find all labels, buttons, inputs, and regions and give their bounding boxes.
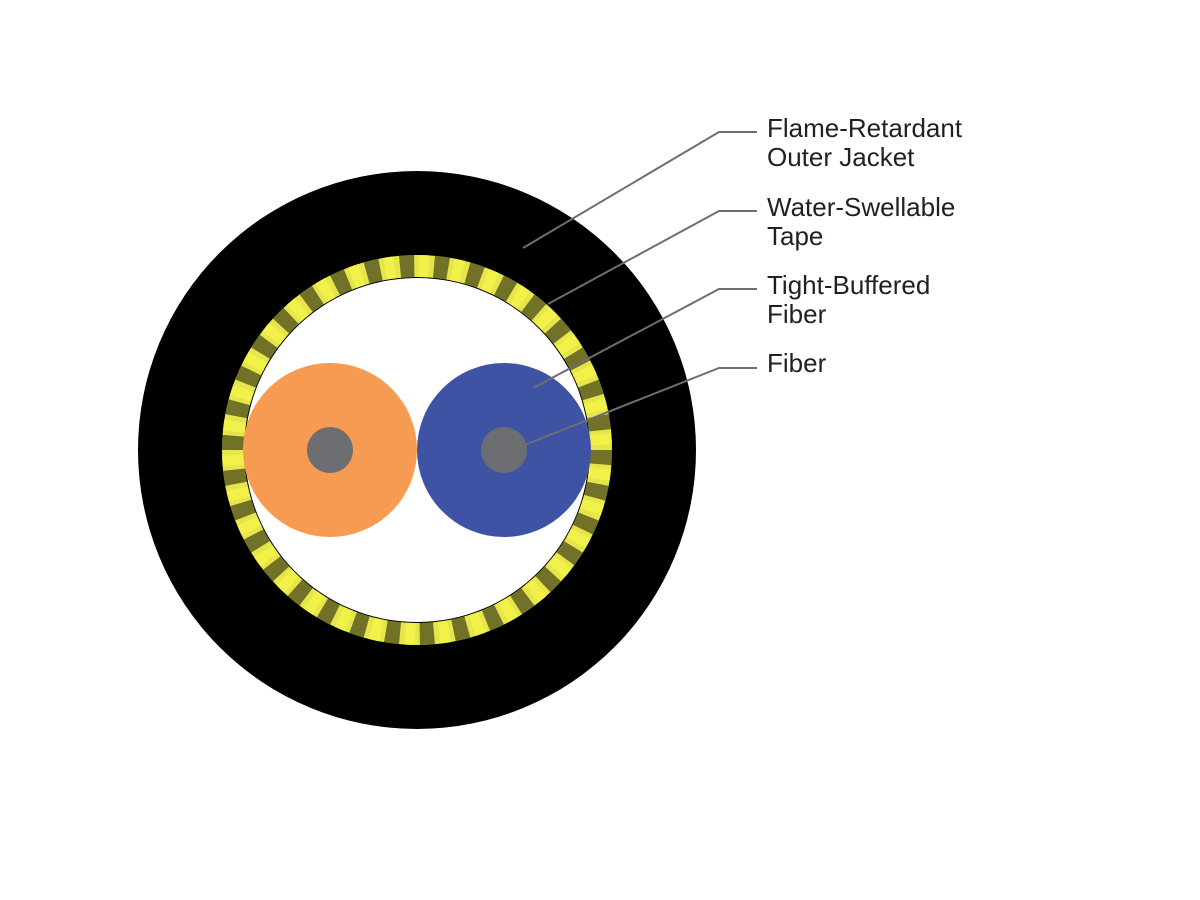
- callout-label-tape: Water-Swellable Tape: [767, 192, 963, 251]
- tape-stripe: [556, 541, 583, 566]
- tape-stripes: [222, 255, 612, 645]
- tape-stripe: [363, 258, 383, 284]
- tape-stripe: [230, 499, 256, 521]
- tape-highlight: [548, 555, 572, 578]
- tape-stripe: [544, 318, 571, 344]
- tape-stripe: [225, 399, 250, 419]
- tape-stripe: [384, 620, 402, 645]
- callout-tape-line1: Water-Swellable: [767, 192, 955, 222]
- tape-highlight: [583, 398, 608, 414]
- tape-highlight: [404, 622, 416, 645]
- tape-stripe: [494, 275, 518, 302]
- callout-buffer-line2: Fiber: [767, 299, 827, 329]
- tape-highlight: [480, 268, 500, 294]
- leader-line-tape: [547, 210, 757, 305]
- tape-highlight: [468, 611, 486, 637]
- tape-stripe: [464, 262, 485, 288]
- tape-stripe: [287, 579, 313, 606]
- callout-label-buffer: Tight-Buffered Fiber: [767, 270, 938, 329]
- tape-stripe: [316, 598, 340, 625]
- tape-stripe: [432, 255, 450, 280]
- callout-label-jacket: Flame-Retardant Outer Jacket: [767, 113, 969, 172]
- tape-stripe: [589, 450, 612, 466]
- callout-jacket-line2: Outer Jacket: [767, 142, 915, 172]
- tape-stripe: [481, 604, 504, 631]
- leader-line-jacket: [522, 131, 757, 249]
- leader-line-fiber: [511, 367, 757, 451]
- tape-stripe: [272, 307, 299, 334]
- tape-highlight: [334, 606, 354, 632]
- tape-highlight: [418, 255, 430, 278]
- tape-highlight: [498, 597, 519, 623]
- fiber-core-left: [307, 427, 353, 473]
- tape-stripe: [349, 612, 370, 638]
- tape-stripe: [223, 468, 247, 486]
- tape-highlight: [226, 486, 251, 502]
- callout-jacket-line1: Flame-Retardant: [767, 113, 963, 143]
- tape-highlight: [262, 322, 286, 345]
- tape-highlight: [566, 528, 591, 549]
- callout-buffer-line1: Tight-Buffered: [767, 270, 930, 300]
- tape-stripe: [419, 622, 435, 645]
- tape-highlight: [315, 277, 336, 303]
- tape-highlight: [368, 617, 384, 642]
- tape-highlight: [572, 364, 597, 384]
- tape-stripe: [263, 556, 290, 582]
- tape-highlight: [229, 384, 255, 402]
- tape-stripe: [330, 269, 353, 296]
- tape-highlight: [222, 454, 245, 467]
- tape-highlight: [223, 419, 247, 433]
- tape-stripe: [235, 365, 262, 388]
- callout-tape-line2: Tape: [767, 221, 823, 251]
- tape-stripe: [222, 434, 245, 450]
- tape-highlight: [276, 570, 300, 593]
- tape-stripe: [243, 529, 270, 553]
- tape-highlight: [254, 545, 278, 567]
- tape-stripe: [399, 255, 415, 278]
- tape-stripe: [510, 588, 535, 615]
- tape-stripe: [572, 512, 599, 535]
- tape-highlight: [534, 307, 558, 330]
- tape-highlight: [237, 516, 262, 536]
- tape-stripe: [584, 481, 609, 501]
- leader-line-buffer: [532, 288, 757, 389]
- tape-highlight: [579, 498, 605, 516]
- tape-highlight: [525, 578, 548, 603]
- tape-highlight: [303, 590, 325, 615]
- tape-stripe: [299, 285, 324, 312]
- tape-highlight: [243, 351, 268, 372]
- tape-stripe: [564, 347, 591, 371]
- fiber-core-right: [481, 427, 527, 473]
- tape-highlight: [382, 256, 397, 280]
- tape-stripe: [451, 616, 471, 642]
- tape-stripe: [535, 566, 562, 593]
- callout-label-fiber: Fiber: [767, 348, 827, 378]
- tape-highlight: [348, 263, 366, 289]
- tape-highlight: [587, 467, 611, 481]
- tape-highlight: [450, 258, 466, 283]
- tape-highlight: [556, 333, 580, 355]
- tape-stripe: [521, 294, 547, 321]
- tape-highlight: [286, 297, 309, 322]
- tape-stripe: [578, 379, 604, 401]
- tape-stripe: [251, 334, 278, 359]
- callout-fiber-line1: Fiber: [767, 348, 827, 378]
- tape-highlight: [437, 620, 452, 644]
- tape-highlight: [589, 433, 612, 446]
- tape-highlight: [509, 285, 531, 310]
